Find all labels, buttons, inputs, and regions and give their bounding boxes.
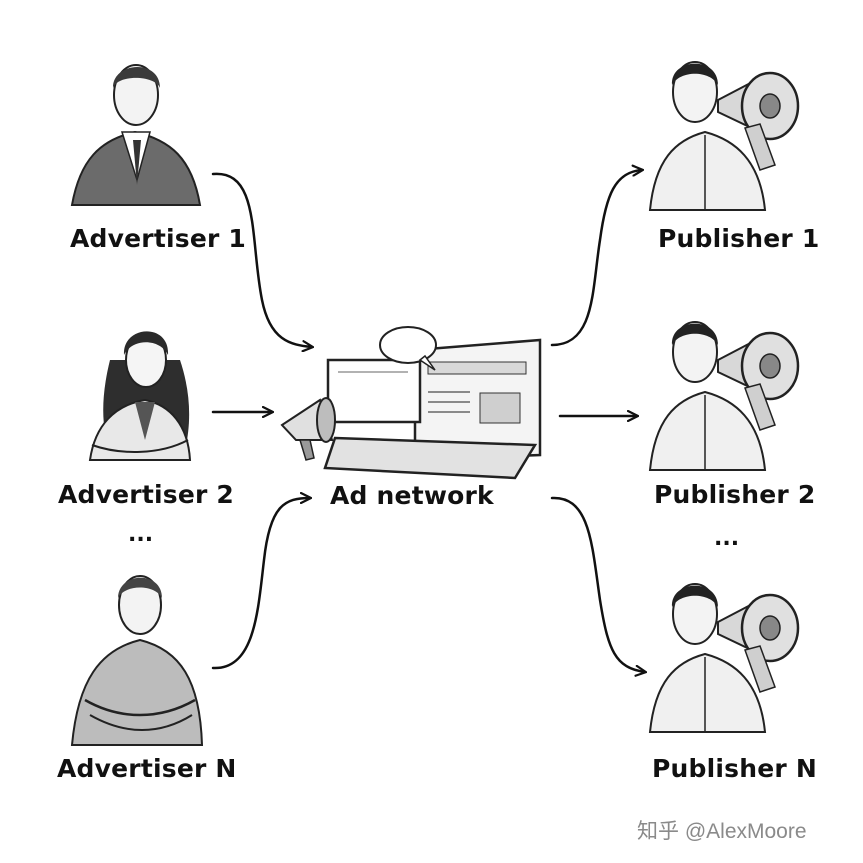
publisher-1-label: Publisher 1 <box>658 224 820 253</box>
advertiser-2-label: Advertiser 2 <box>58 480 235 509</box>
publisher-n-illustration <box>648 583 800 733</box>
publisher-ellipsis: ... <box>714 526 740 551</box>
arrow-network-to-publisher-1 <box>550 170 642 347</box>
ad-network-label: Ad network <box>330 481 494 510</box>
publisher-2-label: Publisher 2 <box>654 480 816 509</box>
advertiser-1-illustration <box>70 64 202 206</box>
publisher-n-label: Publisher N <box>652 754 817 783</box>
advertiser-n-illustration <box>70 575 204 746</box>
ad-network-illustration <box>280 326 542 480</box>
arrow-network-to-publisher-n <box>550 496 645 672</box>
watermark: 知乎 @AlexMoore <box>637 820 807 843</box>
advertiser-2-illustration <box>88 331 192 461</box>
advertiser-n-label: Advertiser N <box>57 754 237 783</box>
publisher-2-illustration <box>648 321 800 471</box>
advertiser-ellipsis: ... <box>128 522 154 547</box>
advertiser-1-label: Advertiser 1 <box>70 224 247 253</box>
arrow-advertiser-1-to-network <box>211 172 312 347</box>
arrow-advertiser-n-to-network <box>211 498 310 670</box>
publisher-1-illustration <box>648 61 800 211</box>
